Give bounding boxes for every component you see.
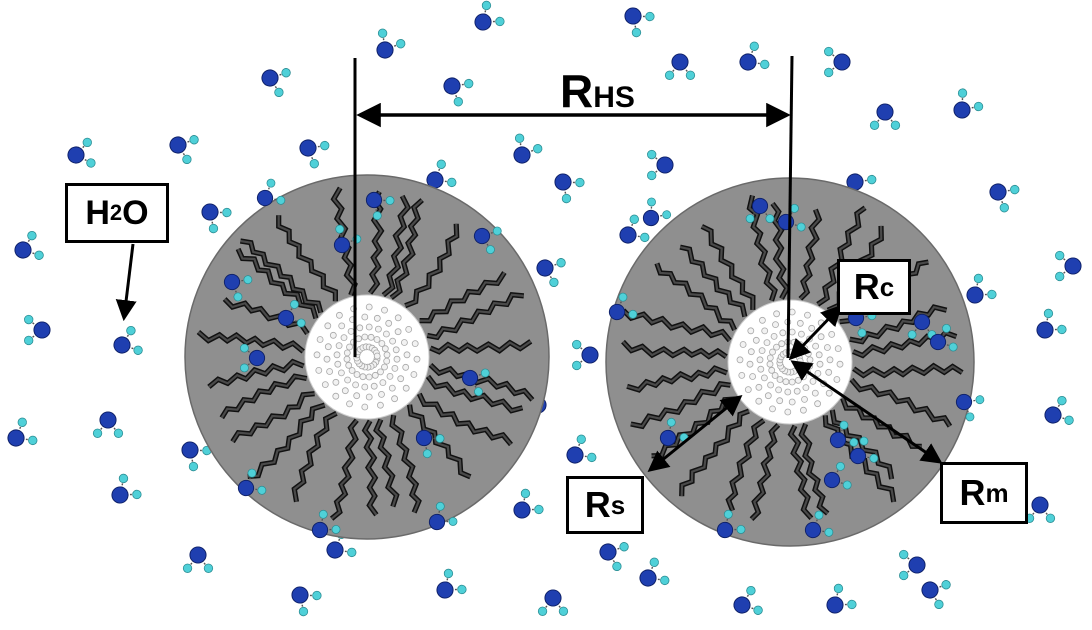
water-molecule: [181, 441, 212, 472]
rc-label-main: R: [853, 266, 880, 307]
rs-label-main: R: [584, 484, 611, 525]
water-molecule: [291, 586, 322, 617]
water-molecule: [1024, 496, 1056, 523]
rhs-label-main: R: [560, 65, 594, 117]
water-molecule: [182, 546, 214, 573]
water-molecule: [428, 501, 458, 531]
water-molecule: [664, 53, 696, 80]
water-molecule: [426, 159, 457, 189]
water-molecule: [443, 77, 474, 107]
water-molecule: [365, 191, 395, 221]
water-molecule: [647, 149, 674, 181]
water-molecule: [277, 299, 306, 328]
water-molecule: [111, 473, 142, 504]
water-molecule: [223, 273, 253, 302]
water-molecule: [624, 7, 655, 38]
water-molecule: [846, 173, 877, 203]
water-molecule: [239, 343, 266, 373]
rs-label-sub: s: [610, 490, 626, 520]
water-molecule: [824, 46, 851, 78]
water-molecule: [989, 183, 1020, 213]
water-molecule: [311, 509, 341, 539]
water-molecule: [1055, 250, 1082, 282]
water-molecule: [869, 103, 901, 130]
water-molecule: [92, 411, 124, 438]
water-molecule: [716, 509, 746, 539]
water-label-o: O: [122, 194, 149, 232]
water-molecule: [473, 226, 502, 255]
micelle-left-core: [304, 294, 430, 420]
water-molecule: [955, 393, 985, 422]
rs-arrow: [647, 395, 743, 472]
water-molecule: [376, 28, 406, 59]
water-molecule: [474, 0, 505, 31]
rm-label-main: R: [959, 472, 986, 513]
water-molecule: [299, 139, 330, 169]
water-molecule: [513, 133, 543, 164]
water-molecule: [826, 583, 857, 614]
rhs-line-right: [786, 55, 794, 359]
micelle-left-core-chains: [313, 303, 421, 411]
rm-arrow: [790, 360, 943, 464]
water-molecule: [554, 173, 585, 204]
water-molecule: [513, 488, 544, 519]
rhs-label-sub: HS: [593, 81, 635, 114]
rc-arrow: [788, 304, 843, 361]
water-molecule: [1036, 308, 1067, 339]
water-molecule: [823, 461, 852, 490]
water-molecule: [261, 68, 291, 98]
water-label-h: H: [85, 194, 110, 232]
micelle-left-chains: [196, 186, 535, 521]
water-pointer-arrow: [115, 243, 137, 322]
rc-label-sub: c: [879, 272, 895, 302]
water-molecule: [745, 197, 775, 224]
water-molecule: [733, 585, 763, 615]
micelle-left: [184, 174, 550, 540]
water-molecule: [599, 542, 629, 572]
water-molecule: [921, 580, 951, 610]
water-molecule: [415, 429, 445, 459]
rm-label-sub: m: [985, 478, 1009, 508]
water-molecule: [642, 197, 672, 227]
water-molecule: [436, 568, 467, 599]
water-molecule: [537, 589, 569, 616]
water-molecule: [461, 368, 490, 397]
water-molecule: [24, 314, 51, 346]
water-molecule: [169, 135, 199, 165]
water-molecule: [256, 178, 286, 207]
water-molecule: [899, 549, 926, 581]
water-molecule: [201, 203, 232, 234]
water-molecule: [639, 557, 670, 587]
water-molecule: [67, 137, 96, 168]
water-molecule: [237, 468, 267, 497]
water-molecule: [536, 258, 566, 288]
water-label-2: 2: [109, 200, 123, 225]
water-molecule: [7, 417, 38, 447]
water-molecule: [572, 339, 599, 371]
water-molecule: [1044, 395, 1074, 425]
water-molecule: [953, 88, 984, 119]
water-molecule: [14, 230, 44, 260]
water-molecule: [966, 273, 997, 304]
water-molecule: [608, 292, 638, 321]
water-molecule: [566, 434, 597, 464]
water-molecule: [113, 325, 143, 355]
water-molecule: [619, 214, 650, 244]
water-molecule: [739, 41, 770, 71]
water-molecule: [929, 323, 958, 352]
water-molecule: [804, 510, 834, 539]
water-molecules: [7, 0, 1082, 617]
rhs-label: RHS: [560, 64, 635, 118]
